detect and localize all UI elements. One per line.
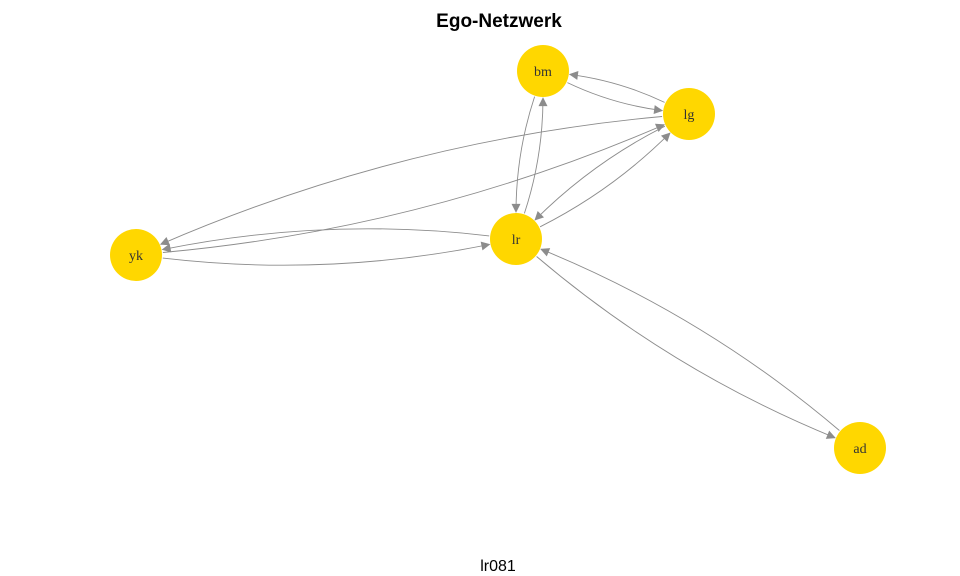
edge-ad-to-lr <box>540 248 840 431</box>
node-circle-ad <box>834 422 886 474</box>
edge-lg-to-lr <box>534 125 666 221</box>
node-label-ad: ad <box>853 442 866 457</box>
edge-yk-to-lg <box>162 123 666 253</box>
edge-lr-to-lg <box>539 132 671 228</box>
nodes-layer: bm lg lr yk ad <box>110 45 886 474</box>
node-yk: yk <box>110 229 162 281</box>
edge-lr-to-ad <box>536 256 836 439</box>
edge-lg-to-yk <box>159 116 663 246</box>
node-circle-lr <box>490 213 542 265</box>
node-bm: bm <box>517 45 569 97</box>
node-circle-yk <box>110 229 162 281</box>
edges-layer <box>159 70 840 439</box>
edge-lr-to-bm <box>523 97 548 214</box>
edge-lr-to-yk <box>161 228 490 253</box>
edge-bm-to-lg <box>567 82 664 115</box>
diagram-subtitle: lr081 <box>480 558 516 575</box>
diagram-title: Ego-Netzwerk <box>436 11 562 32</box>
node-label-lg: lg <box>684 108 695 123</box>
edge-lg-to-bm <box>568 70 665 103</box>
edge-yk-to-lr <box>162 241 491 266</box>
node-label-lr: lr <box>512 233 521 248</box>
node-circle-lg <box>663 88 715 140</box>
node-lr: lr <box>490 213 542 265</box>
node-label-yk: yk <box>129 249 143 264</box>
node-lg: lg <box>663 88 715 140</box>
edge-bm-to-lr <box>511 96 536 213</box>
node-circle-bm <box>517 45 569 97</box>
node-label-bm: bm <box>534 65 552 80</box>
node-ad: ad <box>834 422 886 474</box>
